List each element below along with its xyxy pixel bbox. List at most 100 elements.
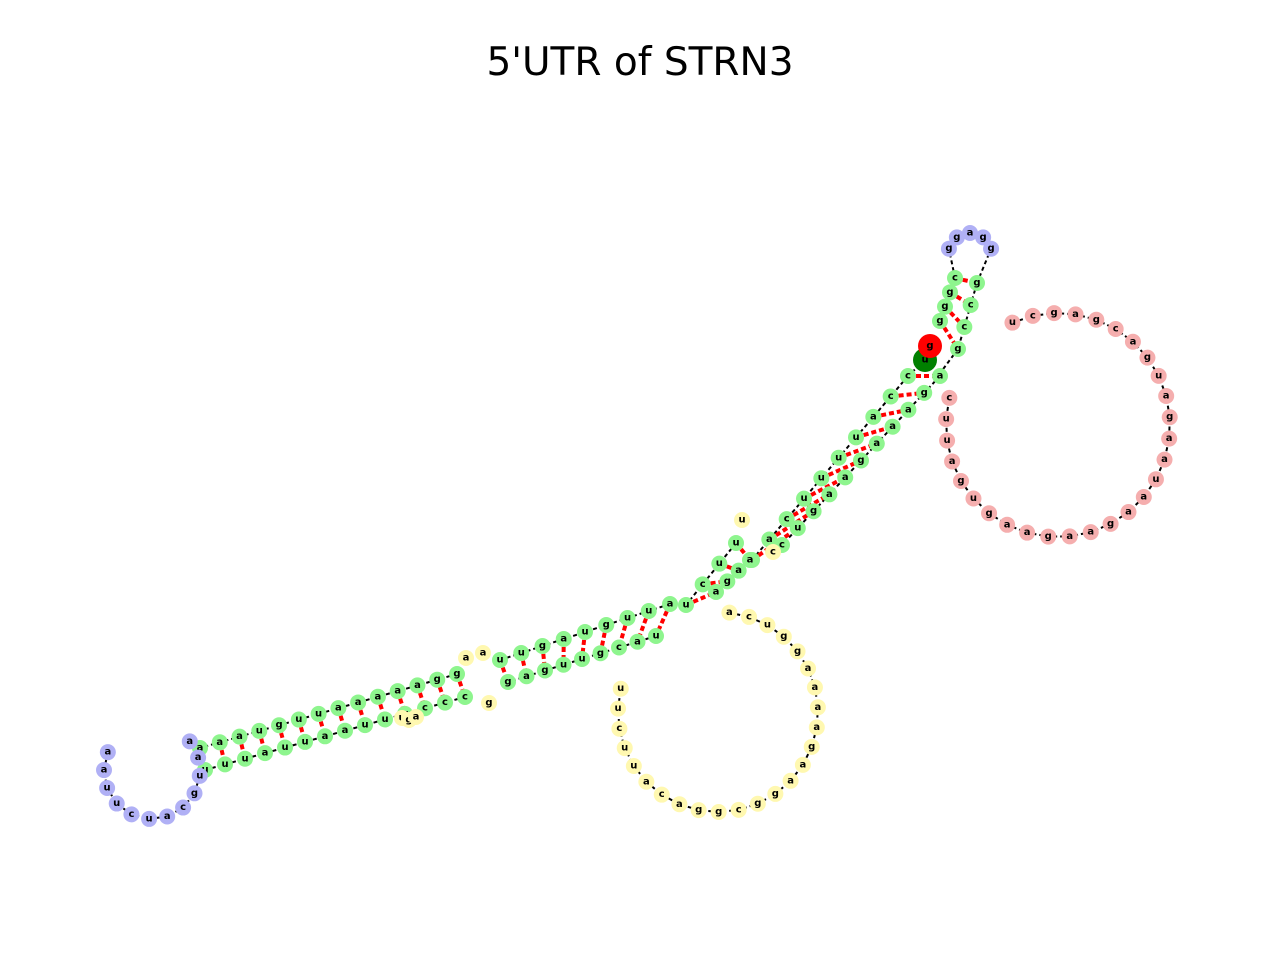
nucleotide-circle	[947, 270, 963, 286]
nucleotide-circle	[271, 717, 288, 734]
nucleotide-letter: u	[682, 600, 689, 611]
five-prime-end-marker-letter: u	[921, 355, 928, 366]
nucleotide-multi-loop: a	[1135, 488, 1152, 505]
nucleotide-circle	[948, 229, 965, 246]
nucleotide-circle	[1040, 528, 1057, 545]
nucleotide-circle	[803, 738, 820, 755]
nucleotide-letter: a	[1004, 519, 1011, 530]
nucleotide-circle	[611, 720, 628, 737]
nucleotide-end-hairpin: c	[175, 799, 192, 816]
nucleotide-circle	[794, 756, 811, 773]
nucleotide-letter: a	[375, 691, 382, 702]
nucleotide-circle	[719, 573, 736, 590]
nucleotide-mid-stem-strand5: u	[728, 535, 744, 551]
nucleotide-circle	[938, 411, 955, 428]
nucleotide-lower-stem-strand3: g	[500, 674, 516, 690]
nucleotide-letter: a	[826, 489, 833, 500]
nucleotide-long-stem-strand3: u	[297, 733, 313, 750]
nucleotide-circle	[741, 608, 758, 625]
nucleotide-multi-loop: c	[1024, 307, 1041, 324]
nucleotide-letter: a	[523, 671, 530, 682]
nucleotide-large-loop: g	[803, 738, 820, 755]
nucleotide-letter: g	[957, 476, 964, 487]
nucleotide-multi-loop: a	[1158, 388, 1175, 405]
nucleotide-letter: a	[889, 421, 896, 432]
nucleotide-large-loop: u	[759, 617, 776, 634]
nucleotide-large-loop: g	[789, 643, 806, 660]
nucleotide-circle	[789, 520, 806, 537]
nucleotide-end-hairpin: a	[159, 808, 176, 825]
nucleotide-multi-loop: g	[1046, 305, 1063, 322]
nucleotide-letter: g	[1045, 531, 1052, 542]
nucleotide-main-stem-strand5: u	[830, 449, 847, 466]
nucleotide-long-stem-strand3: u	[277, 739, 293, 756]
nucleotide-circle	[1019, 524, 1036, 541]
nucleotide-top-stem-strand3: c	[962, 297, 979, 313]
nucleotide-letter: a	[842, 472, 849, 483]
nucleotide-multi-loop: a	[1124, 333, 1141, 350]
nucleotide-letter: u	[301, 736, 308, 747]
nucleotide-lower-stem-strand3: g	[592, 645, 609, 662]
nucleotide-circle	[186, 785, 203, 802]
nucleotide-circle	[853, 452, 869, 469]
nucleotide-multi-loop: a	[1061, 528, 1078, 545]
nucleotide-circle	[653, 786, 670, 803]
nucleotide-circle	[277, 739, 293, 756]
nucleotide-letter: g	[504, 677, 511, 688]
nucleotide-letter: u	[624, 613, 631, 624]
nucleotide-lower-stem-strand3: a	[629, 633, 646, 650]
nucleotide-internal-loop-a: u	[734, 512, 750, 528]
nucleotide-letter: c	[1030, 310, 1036, 321]
nucleotide-letter: a	[262, 748, 269, 759]
nucleotide-multi-loop: u	[965, 490, 982, 507]
nucleotide-circle	[742, 552, 758, 568]
nucleotide-letter: a	[394, 686, 401, 697]
nucleotide-circle	[711, 555, 728, 572]
nucleotide-circle	[983, 240, 1000, 257]
nucleotide-letter: a	[1087, 527, 1094, 538]
nucleotide-letter: c	[779, 540, 785, 551]
nucleotide-circle	[458, 650, 474, 666]
nucleotide-letter: a	[104, 747, 111, 758]
nucleotide-internal-loop-a: c	[765, 544, 781, 560]
nucleotide-main-stem-strand3: u	[789, 520, 806, 537]
nucleotide-long-stem-strand3: u	[377, 711, 393, 728]
nucleotide-circle	[141, 810, 158, 827]
nucleotide-lower-stem-strand5: u	[577, 624, 593, 640]
nucleotide-letter: u	[738, 515, 745, 526]
nucleotide-letter: u	[800, 493, 807, 504]
nucleotide-letter: u	[1155, 370, 1162, 381]
nucleotide-circle	[574, 651, 590, 667]
nucleotide-end-hairpin: a	[99, 744, 116, 761]
nucleotide-circle	[555, 656, 572, 673]
nucleotide-letter: g	[1107, 518, 1114, 529]
nucleotide-main-stem-strand3: a	[821, 486, 838, 503]
nucleotide-circle	[694, 576, 711, 593]
nucleotide-letter: u	[1152, 474, 1159, 485]
nucleotide-large-loop: u	[612, 680, 629, 697]
nucleotide-letter: g	[985, 508, 992, 519]
nucleotide-letter: g	[1093, 314, 1100, 325]
nucleotide-multi-loop: a	[944, 453, 961, 470]
nucleotide-circle	[500, 674, 516, 690]
nucleotide-letter: g	[1144, 352, 1151, 363]
base-pair-layer	[198, 276, 978, 771]
nucleotide-letter: g	[954, 344, 961, 355]
nucleotide-letter: a	[355, 697, 362, 708]
nucleotide-letter: g	[603, 620, 610, 631]
nucleotide-letter: g	[715, 806, 722, 817]
nucleotide-circle	[457, 689, 473, 705]
nucleotide-circle	[369, 688, 386, 705]
nucleotide-circle	[800, 660, 817, 677]
nucleotide-lower-stem-strand3: a	[518, 668, 535, 685]
nucleotide-circle	[317, 728, 333, 745]
nucleotide-letter: u	[621, 743, 628, 754]
nucleotide-top-stem-strand3: g	[950, 341, 966, 357]
nucleotide-letter: c	[422, 703, 428, 714]
nucleotide-circle	[1102, 515, 1119, 532]
nucleotide-mid-stem-strand3: g	[719, 573, 736, 590]
nucleotide-circle	[437, 694, 453, 711]
nucleotide-top-hairpin: a	[962, 225, 978, 241]
nucleotide-letter: a	[812, 682, 819, 693]
nucleotide-letter: g	[724, 576, 731, 587]
